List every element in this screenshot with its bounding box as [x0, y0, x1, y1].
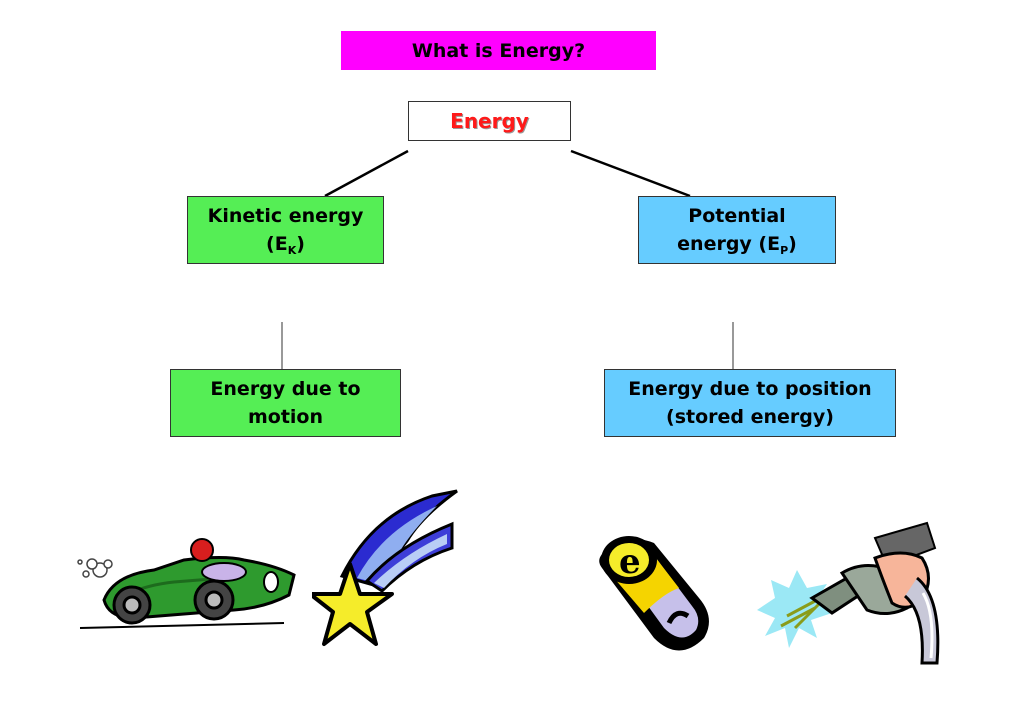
- position-line1: Energy due to position: [628, 378, 872, 400]
- node-energy-due-to-motion: Energy due to motion: [170, 369, 401, 437]
- kinetic-symbol: (EK): [266, 233, 305, 257]
- connector-root-potential: [570, 149, 691, 198]
- node-energy-due-to-position: Energy due to position (stored energy): [604, 369, 896, 437]
- battery-letter: e: [619, 542, 641, 582]
- root-node-text: Energy: [450, 109, 529, 133]
- battery-icon: e: [599, 536, 709, 651]
- node-potential-energy: Potential energy (EP): [638, 196, 836, 264]
- position-line2: (stored energy): [666, 406, 834, 428]
- potential-label: Potential: [688, 205, 786, 227]
- connector-root-kinetic: [324, 149, 409, 198]
- motion-line2: motion: [247, 406, 323, 428]
- page-title-text: What is Energy?: [411, 39, 586, 62]
- kinetic-label: Kinetic energy: [207, 205, 364, 227]
- shooting-star-icon: [312, 489, 458, 646]
- node-kinetic-energy: Kinetic energy (EK): [187, 196, 384, 264]
- root-node-energy: Energy: [408, 101, 571, 141]
- motion-line1: Energy due to: [210, 378, 361, 400]
- page-title: What is Energy?: [341, 31, 656, 70]
- race-car-icon: [77, 538, 296, 629]
- fuel-nozzle-icon: [757, 521, 940, 665]
- potential-symbol: energy (EP): [677, 233, 797, 257]
